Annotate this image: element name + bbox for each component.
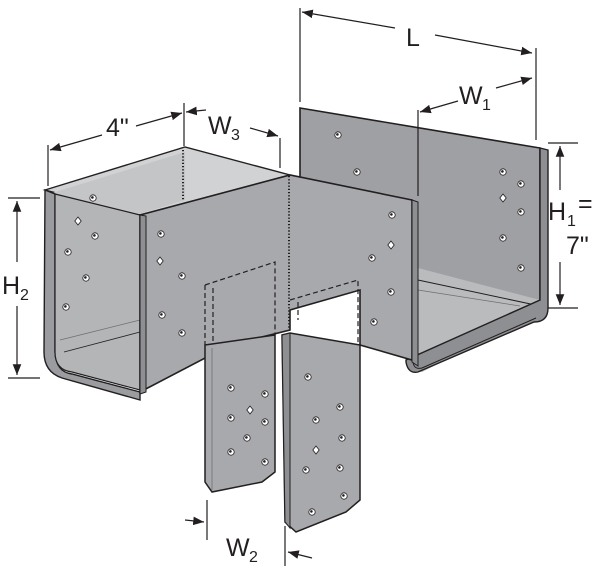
left-channel [42, 146, 293, 401]
round-nail-hole-icon [158, 311, 166, 319]
svg-text:W: W [208, 112, 232, 140]
round-nail-hole-icon [82, 274, 90, 282]
round-nail-hole-icon [499, 168, 507, 176]
svg-text:=: = [578, 190, 593, 218]
svg-text:2: 2 [249, 549, 258, 566]
svg-text:W: W [459, 82, 483, 110]
svg-text:7": 7" [566, 232, 589, 260]
round-nail-hole-icon [178, 272, 186, 280]
round-nail-hole-icon [157, 230, 165, 238]
dim-label-W2: W 2 [226, 534, 258, 566]
round-nail-hole-icon [243, 434, 251, 442]
round-nail-hole-icon [302, 466, 310, 474]
round-nail-hole-icon [261, 458, 269, 466]
round-nail-hole-icon [227, 414, 235, 422]
round-nail-hole-icon [178, 329, 186, 337]
round-nail-hole-icon [338, 434, 346, 442]
round-nail-hole-icon [227, 384, 235, 392]
dim-label-4-inch: 4" [106, 114, 129, 142]
round-nail-hole-icon [517, 208, 525, 216]
dim-label-W3: W 3 [208, 112, 240, 144]
round-nail-hole-icon [227, 448, 235, 456]
round-nail-hole-icon [368, 254, 376, 262]
hidden-edges [204, 261, 359, 345]
round-nail-hole-icon [334, 131, 342, 139]
svg-text:W: W [226, 534, 250, 562]
round-nail-hole-icon [340, 492, 348, 500]
round-nail-hole-icon [370, 318, 378, 326]
round-nail-hole-icon [308, 508, 316, 516]
round-nail-hole-icon [388, 211, 396, 219]
round-nail-hole-icon [64, 248, 72, 256]
front-face [139, 150, 419, 395]
dim-label-H1: H 1 = 7" [548, 190, 593, 260]
left-strap [204, 334, 276, 493]
round-nail-hole-icon [261, 418, 269, 426]
front-side-plate [139, 174, 413, 394]
dim-label-W1: W 1 [459, 82, 491, 114]
svg-text:H: H [2, 272, 20, 300]
svg-text:1: 1 [482, 97, 491, 114]
round-nail-hole-icon [353, 168, 361, 176]
round-nail-hole-icon [91, 232, 99, 240]
round-nail-hole-icon [517, 264, 525, 272]
round-nail-hole-icon [304, 373, 312, 381]
round-nail-hole-icon [312, 416, 320, 424]
round-nail-hole-icon [499, 234, 507, 242]
dimension-labels: L W 1 4" W 3 H 1 = 7" H 2 W 2 [2, 24, 593, 566]
svg-text:2: 2 [20, 287, 29, 304]
round-nail-hole-icon [336, 464, 344, 472]
svg-text:1: 1 [567, 213, 576, 230]
svg-text:3: 3 [231, 127, 240, 144]
round-nail-hole-icon [387, 288, 395, 296]
round-nail-hole-icon [89, 194, 97, 202]
right-strap [281, 332, 361, 533]
right-end-plate [405, 147, 549, 373]
dimension-lines [8, 8, 578, 566]
round-nail-hole-icon [517, 180, 525, 188]
svg-text:H: H [548, 198, 566, 226]
dim-label-H2: H 2 [2, 272, 29, 304]
dim-label-L: L [406, 24, 420, 52]
round-nail-hole-icon [62, 303, 70, 311]
round-nail-hole-icon [261, 390, 269, 398]
round-nail-hole-icon [336, 403, 344, 411]
